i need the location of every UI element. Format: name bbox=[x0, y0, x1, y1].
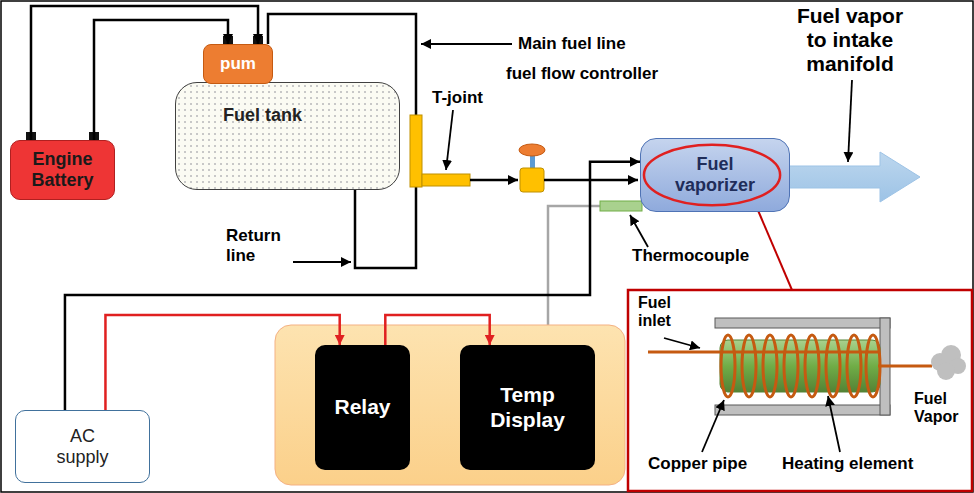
coil-turn bbox=[866, 335, 880, 397]
coil-turn bbox=[763, 335, 777, 397]
callout-label: Copper pipe bbox=[648, 454, 747, 474]
node-text: Relay bbox=[334, 395, 390, 419]
leader-arrow bbox=[630, 215, 648, 247]
flow-controller bbox=[520, 168, 544, 192]
t-joint-stub bbox=[422, 174, 470, 186]
node-text: Fuel vaporizer bbox=[665, 154, 765, 195]
relay-box: Relay bbox=[315, 345, 410, 470]
detail-leader bbox=[757, 208, 792, 290]
copper-coil bbox=[721, 335, 880, 397]
battery-box: Engine Battery bbox=[10, 140, 115, 200]
node-text: pum bbox=[220, 54, 256, 74]
heater-frame bbox=[715, 318, 890, 328]
node-text: AC supply bbox=[48, 426, 118, 467]
leader-arrow bbox=[293, 261, 351, 263]
callout-label: Return line bbox=[226, 226, 296, 265]
leader-arrow bbox=[664, 338, 700, 348]
node-text: Engine Battery bbox=[18, 149, 108, 190]
vaporizer-box: Fuel vaporizer bbox=[640, 138, 790, 212]
coil-turn bbox=[847, 335, 861, 397]
t-joint-bar bbox=[410, 115, 422, 187]
fuel-pipe bbox=[470, 179, 518, 182]
valve-knob bbox=[519, 144, 545, 156]
leader-arrow bbox=[446, 110, 453, 170]
coil-turn bbox=[805, 335, 819, 397]
thermocouple-probe bbox=[600, 201, 642, 211]
copper-pipe bbox=[878, 365, 932, 368]
leader-arrow bbox=[848, 80, 852, 162]
node-text: Temp Display bbox=[480, 383, 575, 431]
coil-turn bbox=[742, 335, 756, 397]
callout-label: fuel flow controller bbox=[506, 64, 658, 84]
control-panel bbox=[275, 325, 625, 485]
vapor-cloud bbox=[931, 345, 966, 380]
fuel-tank: Fuel tank bbox=[175, 82, 400, 190]
cloud-puff bbox=[937, 362, 955, 380]
coil-turn bbox=[784, 335, 798, 397]
callout-label: Fuel Vapor bbox=[914, 390, 966, 427]
vapor-arrow bbox=[786, 152, 920, 202]
callout-label: Fuel inlet bbox=[638, 294, 688, 331]
callout-label: Main fuel line bbox=[518, 34, 626, 54]
detail-inset bbox=[628, 290, 972, 491]
wire-connector bbox=[105, 315, 339, 410]
node-text: Fuel tank bbox=[223, 105, 302, 126]
wire-connector bbox=[385, 315, 489, 345]
callout-label: T-joint bbox=[432, 88, 483, 108]
supply-box: AC supply bbox=[15, 410, 150, 483]
display-box: Temp Display bbox=[460, 345, 595, 470]
coil-turn bbox=[721, 335, 735, 397]
callout-label: Fuel vapor to intake manifold bbox=[790, 4, 910, 76]
leader-arrow bbox=[702, 400, 724, 452]
coil-turn bbox=[826, 335, 840, 397]
heater-frame bbox=[715, 405, 890, 415]
leader-arrow bbox=[421, 43, 512, 45]
thermocouple-wire bbox=[548, 206, 600, 343]
pump-box: pum bbox=[203, 44, 273, 84]
leader-arrow bbox=[828, 396, 840, 452]
callout-label: Heating element bbox=[782, 454, 913, 474]
callout-label: Thermocouple bbox=[632, 246, 749, 266]
highlight-ellipse bbox=[644, 145, 780, 205]
